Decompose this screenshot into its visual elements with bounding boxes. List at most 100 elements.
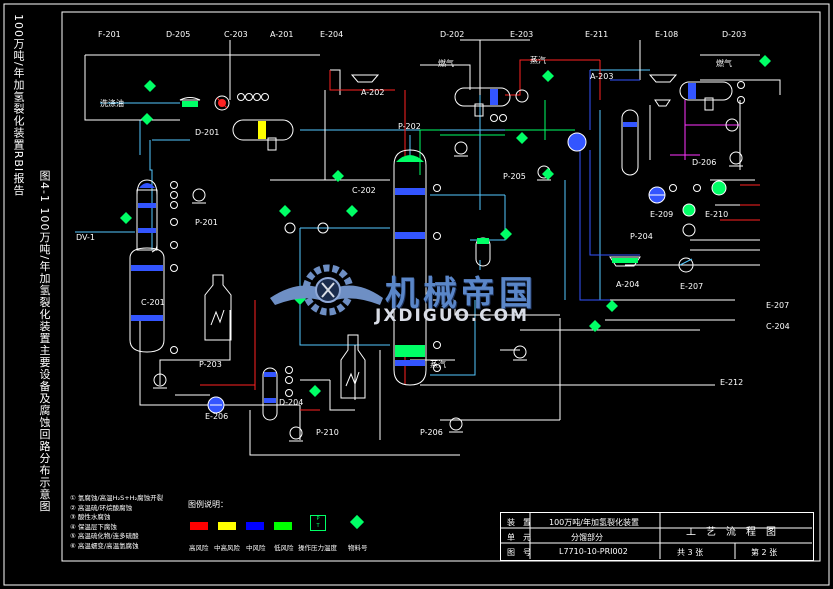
report-title-vertical: 100万吨/年加氢裂化装置RBI报告	[12, 14, 25, 197]
label-p201: P-201	[195, 218, 218, 227]
heat-exchangers	[207, 89, 739, 414]
column-c201	[129, 179, 165, 353]
label-d202: D-202	[440, 30, 465, 39]
tb-r3-label: 图 号	[507, 548, 531, 557]
tb-r3-value: L7710-10-PRI002	[559, 547, 628, 556]
label-p210: P-210	[316, 428, 339, 437]
legend-label-pt: 操作压力温度	[298, 544, 337, 552]
figure-caption-vertical: 图4-1 100万吨/年加氢裂化装置主要设备及腐蚀回路分布示意图	[38, 170, 51, 513]
drum-d202	[454, 87, 511, 117]
tb-r2-value: 分馏部分	[571, 533, 603, 542]
pipes-green	[419, 100, 575, 175]
note-item: ④ 保温层下腐蚀	[70, 522, 117, 531]
legend-label-medhigh: 中高风险	[214, 544, 240, 552]
watermark-logo	[270, 264, 383, 316]
watermark-cn: 机械帝国	[385, 274, 537, 314]
legend-swatch-med	[246, 522, 264, 530]
legend-stream-icon	[349, 514, 365, 530]
legend-swatch-medhigh	[218, 522, 236, 530]
pipes-cyan	[75, 69, 650, 376]
note-item: ⑥ 高温蠕变/高温氢腐蚀	[70, 541, 139, 550]
column-small-right	[475, 237, 491, 267]
stream-e207-out: E-207	[766, 301, 790, 310]
watermark: 机械帝国 JXDIGUO.COM	[270, 258, 570, 328]
label-e206: E-206	[205, 412, 229, 421]
title-block-lines	[500, 512, 812, 559]
watermark-en: JXDIGUO.COM	[375, 306, 530, 326]
air-cooler-a201	[179, 97, 201, 107]
legend-title: 图例说明：	[188, 500, 228, 509]
inner-frame	[61, 11, 821, 562]
label-p205: P-205	[503, 172, 526, 181]
legend-label-low: 低风险	[274, 544, 294, 552]
tb-r2-label: 单 元	[507, 533, 531, 542]
stream-e212-out: E-212	[720, 378, 744, 387]
tb-sheets-total: 共 3 张	[677, 548, 704, 557]
loop-circles	[170, 81, 745, 397]
corrosion-notes: ① 氢腐蚀/高温H₂S+H₂腐蚀开裂 ② 高温硫/环烷酸腐蚀 ③ 酸性水腐蚀 ④…	[70, 494, 163, 552]
stream-gas-2: 燃气	[716, 59, 732, 68]
label-e211: E-211	[585, 30, 609, 39]
tb-r1-value: 100万吨/年加氢裂化装置	[549, 518, 639, 527]
label-e108: E-108	[655, 30, 679, 39]
outer-frame	[3, 3, 830, 586]
legend-label-high: 高风险	[189, 544, 209, 552]
label-e210: E-210	[705, 210, 729, 219]
label-p206: P-206	[420, 428, 443, 437]
label-d201: D-201	[195, 128, 220, 137]
stream-gas-1: 燃气	[438, 59, 454, 68]
label-e203: E-203	[510, 30, 534, 39]
stream-wash-oil: 洗涤油	[100, 99, 124, 108]
label-p204: P-204	[630, 232, 653, 241]
diamond-markers	[120, 55, 771, 397]
drum-d203	[679, 81, 733, 111]
label-d204: D-204	[279, 398, 304, 407]
legend-label-med: 中风险	[246, 544, 266, 552]
label-p202: P-202	[398, 122, 421, 131]
stream-steam-1: 蒸汽	[430, 360, 446, 369]
tb-r1-label: 装 置	[507, 518, 531, 527]
stream-steam-2: 蒸汽	[530, 56, 546, 65]
note-item: ② 高温硫/环烷酸腐蚀	[70, 503, 133, 512]
pipes-magenta	[670, 100, 740, 160]
label-a204: A-204	[616, 280, 640, 289]
furnace-f-center	[340, 334, 366, 399]
label-d206: D-206	[692, 158, 717, 167]
label-c202: C-202	[352, 186, 376, 195]
label-d203: D-203	[722, 30, 747, 39]
note-item: ③ 酸性水腐蚀	[70, 513, 111, 522]
legend-swatch-high	[190, 522, 208, 530]
label-d205: D-205	[166, 30, 191, 39]
label-e204: E-204	[320, 30, 344, 39]
label-e209: E-209	[650, 210, 674, 219]
column-c202	[393, 149, 427, 386]
label-c201: C-201	[141, 298, 165, 307]
drum-d201	[232, 119, 294, 151]
label-a202: A-202	[361, 88, 385, 97]
title-block: 装 置 100万吨/年加氢裂化装置 单 元 分馏部分 图 号 L7710-10-…	[500, 512, 814, 561]
label-a203: A-203	[590, 72, 614, 81]
label-e207: E-207	[680, 282, 704, 291]
pipes-white	[84, 39, 781, 456]
column-d204	[262, 367, 278, 421]
label-f201: F-201	[98, 30, 121, 39]
furnace-f-left	[204, 274, 232, 341]
label-p203: P-203	[199, 360, 222, 369]
tb-drawing-title: 工 艺 流 程 图	[686, 527, 776, 538]
tb-sheet-no: 第 2 张	[751, 548, 778, 557]
pipes-red	[200, 59, 760, 411]
note-item: ⑤ 高温硫化物/连多硫酸	[70, 532, 139, 541]
legend-label-stream: 物料号	[348, 544, 368, 552]
label-a201: A-201	[270, 30, 294, 39]
label-c203: C-203	[224, 30, 248, 39]
air-cooler-a202	[350, 74, 678, 267]
note-item: ① 氢腐蚀/高温H₂S+H₂腐蚀开裂	[70, 494, 164, 502]
column-a203	[621, 109, 639, 176]
pipes-blue	[579, 70, 640, 301]
stream-feed-in: DV-1	[76, 233, 95, 242]
legend-swatch-low	[274, 522, 292, 530]
stream-c204-out: C-204	[766, 322, 790, 331]
